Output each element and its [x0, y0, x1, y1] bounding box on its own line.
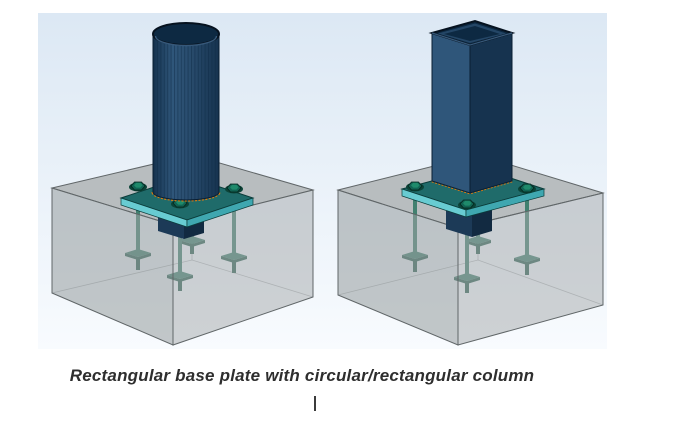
rectangular-column-render-image[interactable] — [330, 13, 607, 349]
figure-base-plate-renders — [38, 13, 607, 349]
hex-bolt — [518, 183, 536, 194]
column-face-left — [431, 32, 471, 194]
hex-bolt — [129, 181, 147, 192]
column-face-right — [469, 32, 513, 194]
hex-bolt — [171, 198, 189, 209]
circular-column — [152, 22, 220, 201]
concrete-block — [336, 154, 605, 346]
circular-column-render-canvas — [38, 13, 330, 349]
anchor-bolts — [406, 181, 536, 210]
rectangular-column-render-canvas — [330, 13, 607, 349]
figure-caption: Rectangular base plate with circular/rec… — [0, 366, 604, 386]
hex-bolt — [458, 199, 476, 210]
text-cursor — [314, 396, 316, 411]
figure-caption-text: Rectangular base plate with circular/rec… — [69, 366, 535, 385]
circular-column-render-image[interactable] — [38, 13, 330, 349]
anchor-bolts — [129, 181, 243, 209]
rectangular-column — [428, 19, 516, 194]
hex-bolt — [406, 181, 424, 192]
hex-bolt — [225, 183, 243, 194]
